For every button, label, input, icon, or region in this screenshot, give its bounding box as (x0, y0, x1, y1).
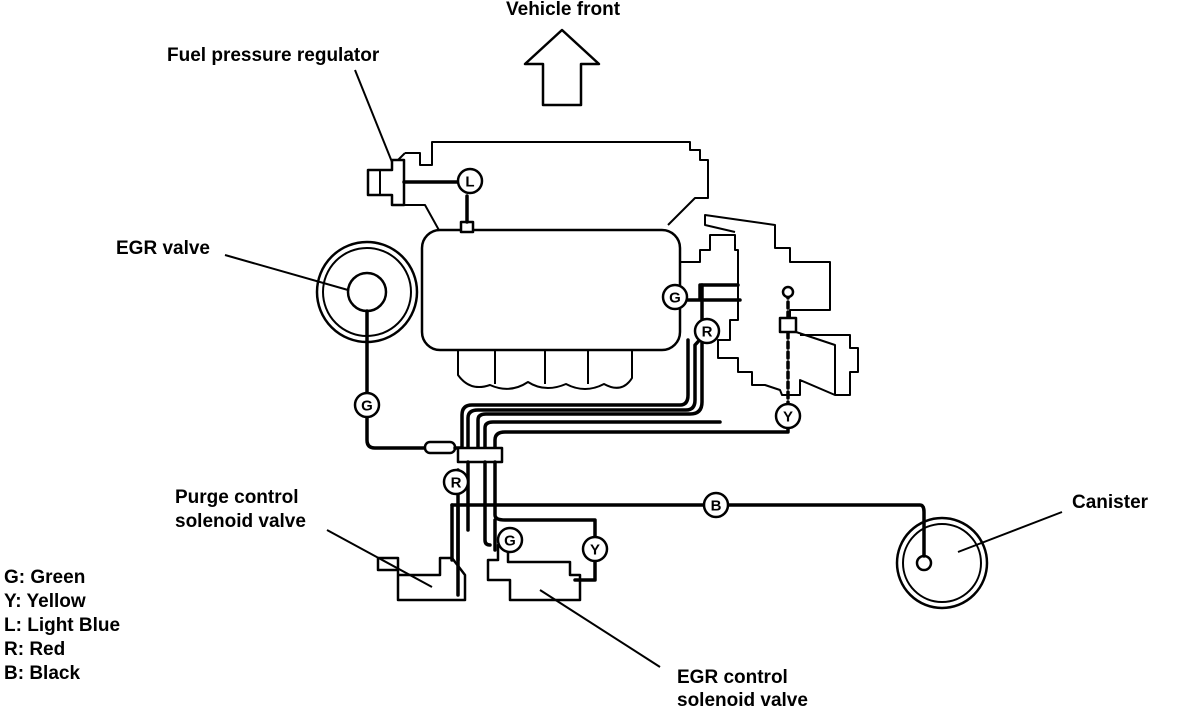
label-vehicle-front: Vehicle front (506, 0, 621, 20)
label-egr-control-line1: EGR control (677, 667, 788, 688)
intake-runners (457, 350, 633, 390)
tag-y-right: Y (774, 402, 802, 430)
tag-g-egr-solenoid: G (496, 526, 524, 554)
color-legend: G: Green Y: Yellow L: Light Blue R: Red … (4, 567, 120, 684)
hose-red (466, 331, 708, 457)
hose-black (450, 503, 926, 558)
intake-manifold-outline (397, 141, 709, 233)
leader-egr-valve (224, 254, 349, 291)
leader-egr-control (539, 589, 661, 668)
svg-text:R: R (702, 324, 713, 341)
leader-canister (957, 511, 1063, 553)
svg-text:Y: Y (783, 409, 793, 426)
svg-text:L: L (465, 174, 474, 191)
plenum-body (420, 228, 682, 352)
svg-text:G: G (361, 398, 373, 415)
legend-item: L: Light Blue (4, 615, 120, 636)
canister (895, 516, 989, 610)
tag-b-canister: B (702, 491, 730, 519)
svg-text:R: R (451, 475, 462, 492)
svg-text:G: G (504, 533, 516, 550)
legend-item: Y: Yellow (4, 591, 86, 612)
legend-item: G: Green (4, 567, 85, 588)
tag-r-purge: R (442, 468, 470, 496)
throttle-body (680, 214, 836, 396)
hose-green-egr (365, 309, 427, 450)
hose-yellow (493, 425, 790, 462)
fuel-pressure-regulator (366, 158, 460, 207)
leader-purge-valve (326, 529, 433, 588)
label-egr-control-line2: solenoid valve (677, 690, 808, 710)
tag-r-right: R (693, 317, 721, 345)
tag-g-right: G (661, 283, 689, 311)
leader-fuel-regulator (354, 69, 393, 163)
label-purge-line2: solenoid valve (175, 511, 306, 532)
hose-green-right (686, 283, 742, 302)
label-canister: Canister (1072, 492, 1149, 513)
vehicle-front-arrow-icon (523, 28, 601, 107)
egr-control-solenoid-valve (486, 543, 582, 602)
label-egr-valve: EGR valve (116, 238, 210, 259)
tag-l-regulator: L (456, 167, 484, 195)
tag-g-egr: G (353, 391, 381, 419)
legend-item: B: Black (4, 663, 80, 684)
svg-text:B: B (711, 498, 722, 515)
label-fuel-pressure-regulator: Fuel pressure regulator (167, 45, 380, 66)
label-purge-line1: Purge control (175, 487, 299, 508)
purge-control-solenoid-valve (376, 503, 467, 602)
svg-text:G: G (669, 290, 681, 307)
tag-y-egr-solenoid: Y (581, 535, 609, 563)
svg-text:Y: Y (590, 542, 600, 559)
legend-item: R: Red (4, 639, 65, 660)
